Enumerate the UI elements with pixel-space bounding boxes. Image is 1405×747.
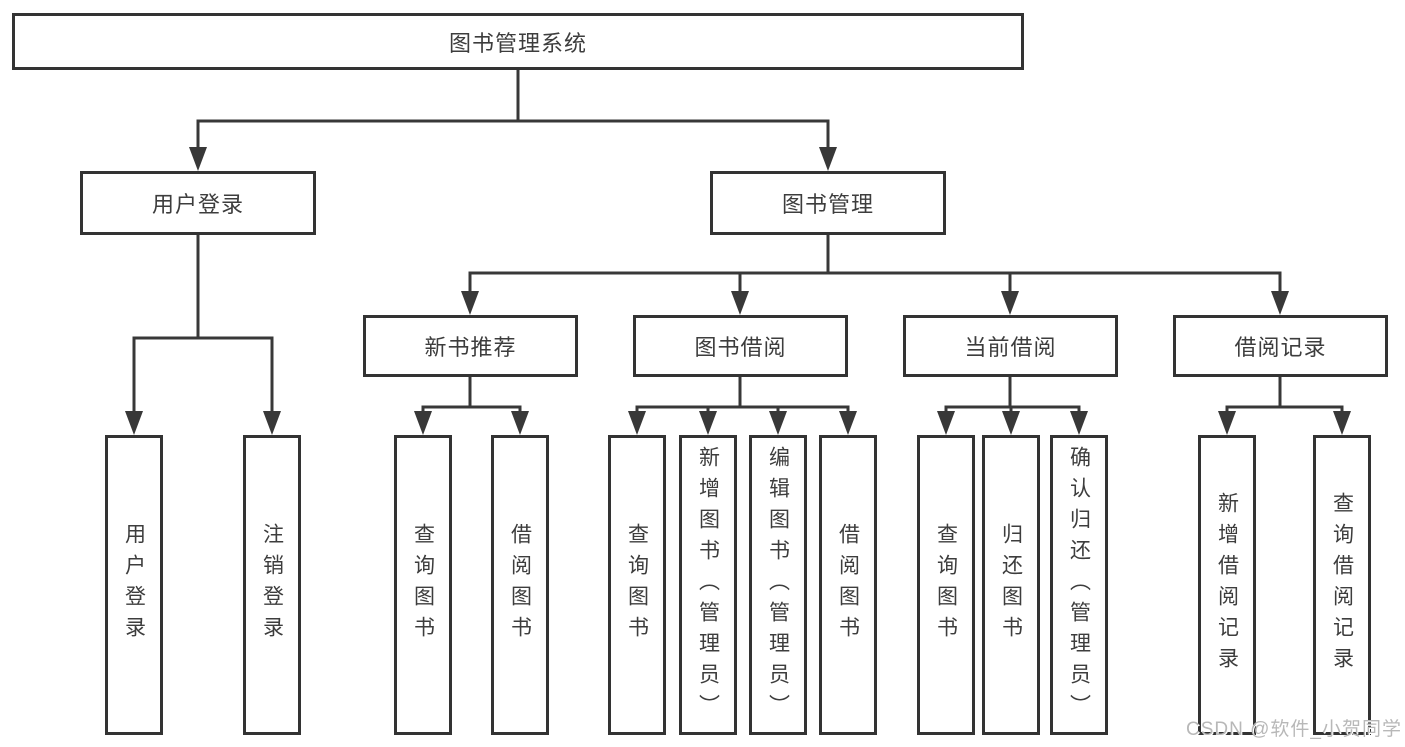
arrow-down-icon [839,411,857,435]
leaf-logout: 注销登录 [243,435,301,735]
arrow-down-icon [263,411,281,435]
leaf-return-book: 归还图书 [982,435,1040,735]
leaf-label: 用户登录 [122,523,146,647]
arrow-down-icon [1271,291,1289,315]
connector-borrowing-records-children [1218,375,1351,435]
arrow-down-icon [1218,411,1236,435]
node-label: 借阅记录 [1234,335,1327,360]
node-label: 图书借阅 [694,335,787,360]
leaf-label: 归还图书 [999,523,1023,647]
leaf-confirm-return-admin: 确认归还（管理员） [1050,435,1108,735]
leaf-borrow-books: 借阅图书 [819,435,877,735]
leaf-label: 查询图书 [934,523,958,647]
node-label: 新书推荐 [424,335,517,360]
leaf-query-books-current: 查询图书 [917,435,975,735]
node-library-management-system: 图书管理系统 [12,13,1024,70]
leaf-label: 编辑图书（管理员） [766,445,790,725]
node-borrowing-records: 借阅记录 [1173,315,1388,377]
arrow-down-icon [189,147,207,171]
arrow-down-icon [769,411,787,435]
leaf-label: 注销登录 [260,523,284,647]
arrow-down-icon [1070,411,1088,435]
connector-user-login-children [125,233,281,435]
leaf-edit-book-admin: 编辑图书（管理员） [749,435,807,735]
node-label: 图书管理系统 [448,30,587,56]
arrow-down-icon [1001,291,1019,315]
node-label: 用户登录 [151,192,244,217]
arrow-down-icon [699,411,717,435]
arrow-down-icon [731,291,749,315]
arrow-down-icon [1333,411,1351,435]
arrow-down-icon [461,291,479,315]
node-label: 当前借阅 [964,335,1057,360]
leaf-query-books-borrowing: 查询图书 [608,435,666,735]
connector-book-borrowing-children [628,375,857,435]
node-new-book-recommendation: 新书推荐 [363,315,578,377]
node-book-management-branch: 图书管理 [710,171,946,235]
node-user-login-branch: 用户登录 [80,171,316,235]
connector-root-to-branches [189,68,837,171]
leaf-label: 借阅图书 [508,523,532,647]
leaf-query-books-recommend: 查询图书 [394,435,452,735]
connector-book-management-sections [461,233,1289,315]
leaf-query-borrow-record: 查询借阅记录 [1313,435,1371,735]
csdn-watermark: CSDN @软件_小贺同学 [1186,719,1402,740]
leaf-label: 借阅图书 [836,523,860,647]
arrow-down-icon [125,411,143,435]
leaf-add-borrow-record: 新增借阅记录 [1198,435,1256,735]
leaf-label: 新增借阅记录 [1215,492,1239,678]
leaf-borrow-books-recommend: 借阅图书 [491,435,549,735]
leaf-label: 查询借阅记录 [1330,492,1354,678]
connector-new-book-children [414,375,529,435]
connector-current-borrowing-children [937,375,1088,435]
arrow-down-icon [937,411,955,435]
leaf-label: 新增图书（管理员） [696,445,720,725]
leaf-label: 确认归还（管理员） [1067,445,1091,725]
arrow-down-icon [511,411,529,435]
node-label: 图书管理 [781,192,874,217]
leaf-add-book-admin: 新增图书（管理员） [679,435,737,735]
arrow-down-icon [628,411,646,435]
node-current-borrowing: 当前借阅 [903,315,1118,377]
arrow-down-icon [819,147,837,171]
arrow-down-icon [414,411,432,435]
arrow-down-icon [1002,411,1020,435]
leaf-label: 查询图书 [625,523,649,647]
leaf-label: 查询图书 [411,523,435,647]
node-book-borrowing: 图书借阅 [633,315,848,377]
leaf-user-login: 用户登录 [105,435,163,735]
